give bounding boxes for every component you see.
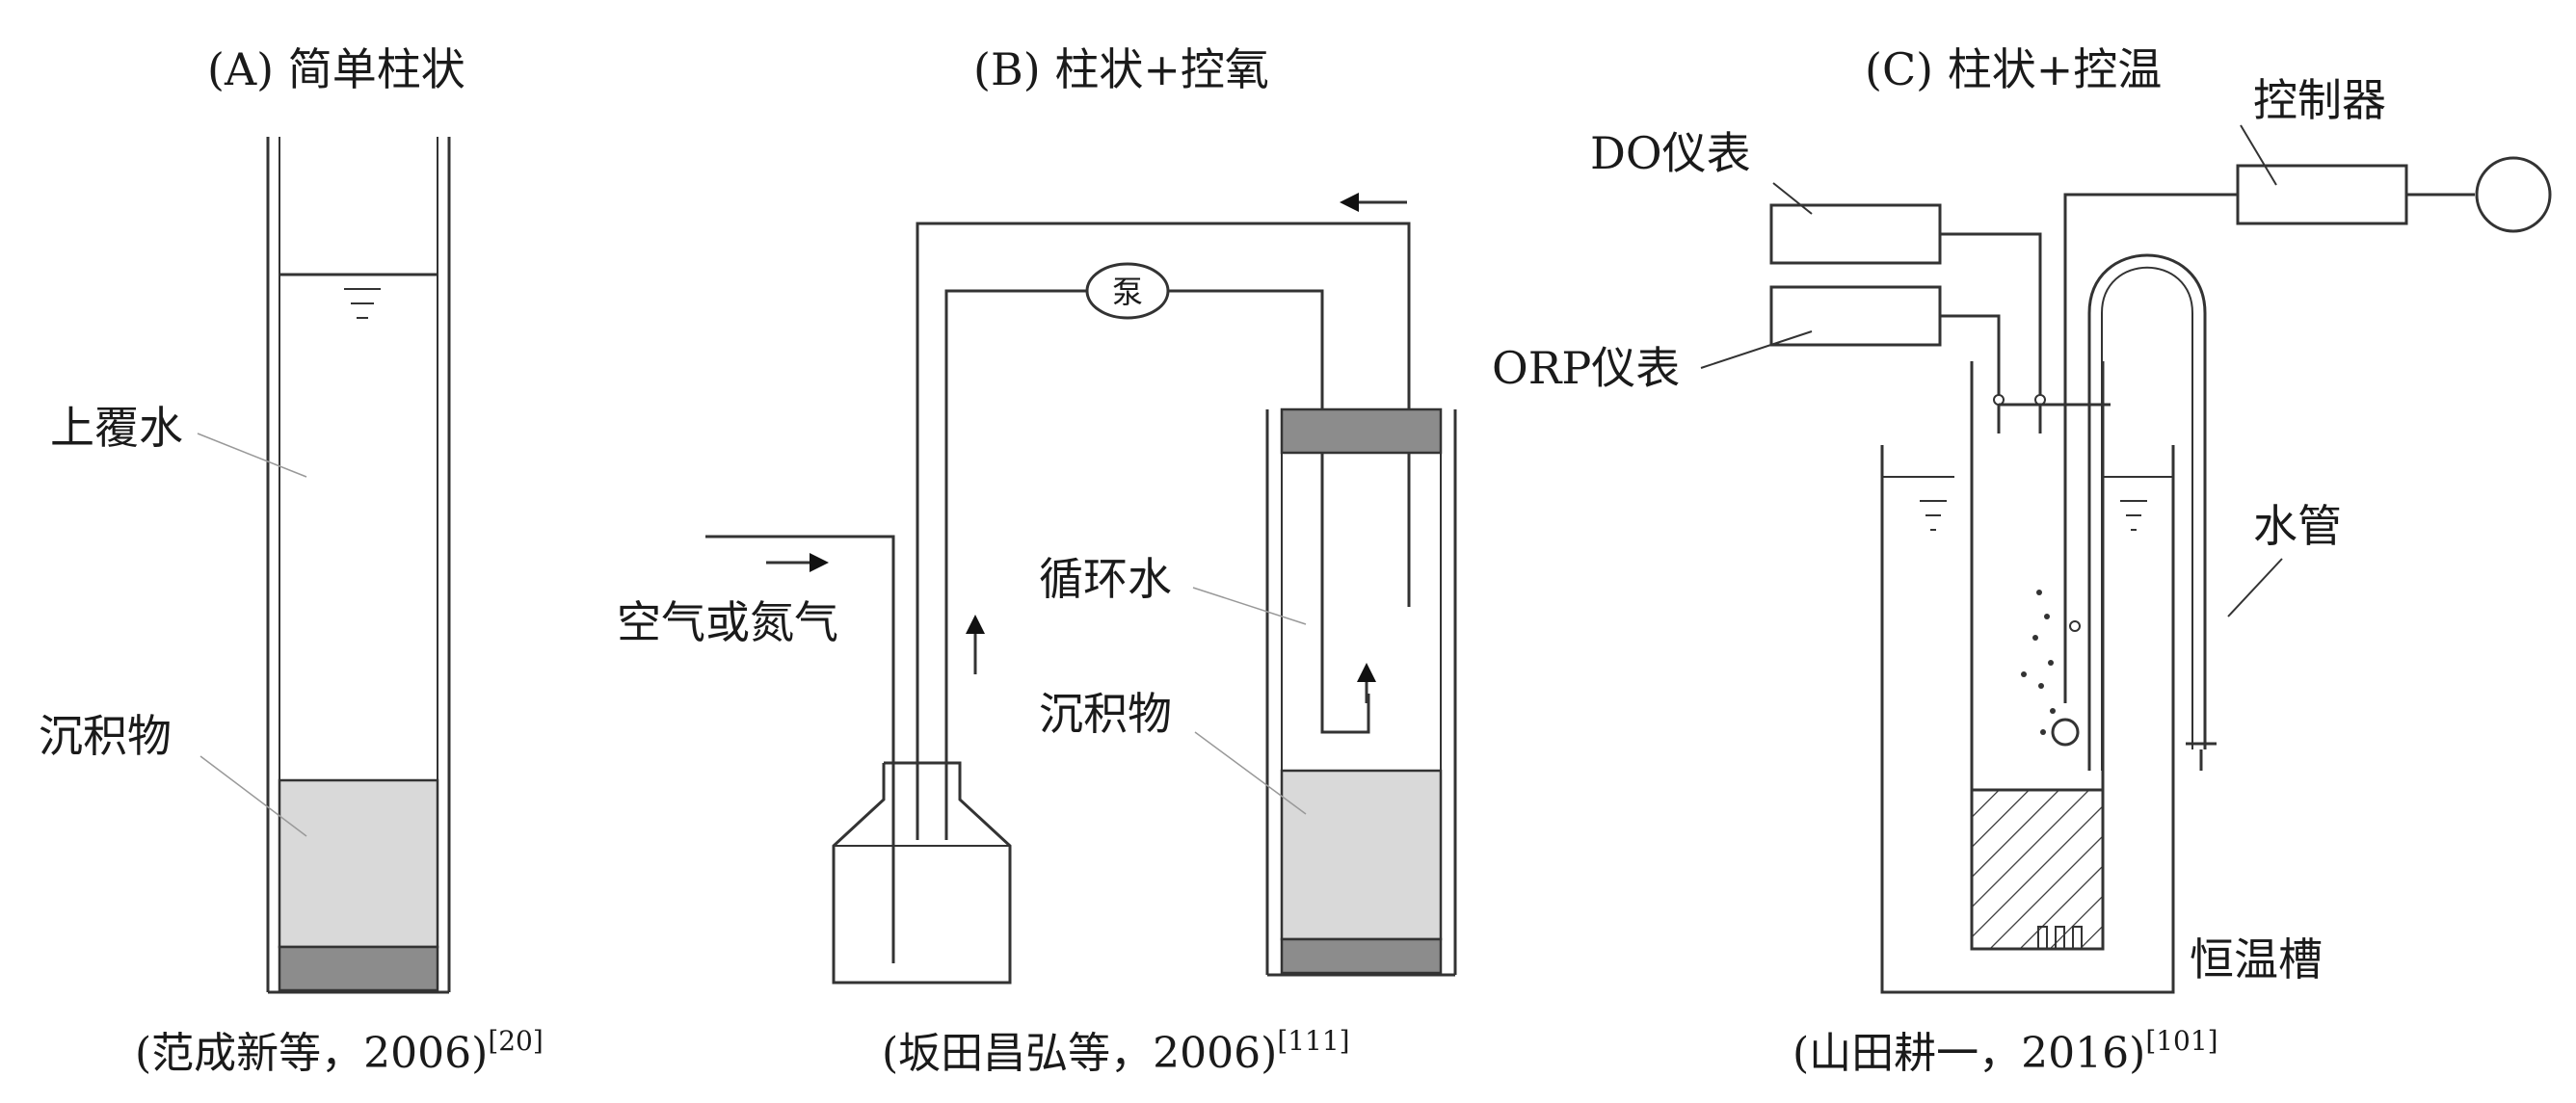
- panel-c-thermostat-bath-label: 恒温槽: [2190, 933, 2323, 985]
- panel-c-orp-meter: [1700, 285, 2111, 433]
- panel-a-title: (A) 简单柱状: [207, 43, 465, 95]
- panel-b-bottom-plug: [1280, 937, 1443, 975]
- panel-a-sediment: [278, 778, 439, 949]
- panel-c-power-circle: [2475, 156, 2552, 233]
- panel-b: (B) 柱状+控氧 泵: [617, 43, 1457, 1078]
- panel-c-water-pipe-label: 水管: [2253, 500, 2342, 552]
- panel-c-water-pipe: [2087, 253, 2217, 771]
- panel-a-sediment-label: 沉积物: [39, 710, 172, 762]
- panel-b-circulating-water-label: 循环水: [1039, 553, 1172, 605]
- panel-a-overlying-water-label: 上覆水: [50, 402, 183, 454]
- panel-b-pump-label: 泵: [1112, 274, 1143, 310]
- panel-a-column: [266, 137, 451, 994]
- panel-b-column: [1265, 407, 1457, 977]
- panel-b-gas-bottle: [832, 761, 1012, 985]
- panel-c: (C) 柱状+控温 控制器 DO仪表 ORP仪表: [1492, 43, 2552, 1078]
- panel-c-controller-label: 控制器: [2253, 74, 2386, 126]
- panel-b-flow-arrows: [766, 193, 1407, 703]
- panel-c-inner-column: [1970, 361, 2105, 951]
- panel-b-sediment-label: 沉积物: [1039, 688, 1172, 740]
- panel-c-controller: [2051, 124, 2552, 747]
- panel-b-top-plug: [1280, 407, 1443, 455]
- panel-c-title: (C) 柱状+控温: [1865, 43, 2162, 95]
- panel-c-sediment-hatched: [1970, 788, 2105, 951]
- panel-c-do-meter-label: DO仪表: [1590, 127, 1751, 179]
- panel-a-citation: (范成新等，2006)[20]: [135, 1025, 544, 1078]
- panel-b-sediment: [1280, 769, 1443, 941]
- panel-c-orp-meter-label: ORP仪表: [1492, 342, 1680, 394]
- panel-a: (A) 简单柱状 上覆水 沉积物 (范成新等，2006)[20]: [39, 43, 544, 1078]
- panel-b-citation: (坂田昌弘等，2006)[111]: [882, 1025, 1350, 1078]
- panel-b-title: (B) 柱状+控氧: [973, 43, 1269, 95]
- panel-b-gas-label: 空气或氮气: [617, 596, 838, 648]
- panel-c-do-meter: [1769, 182, 2046, 406]
- panel-a-bottom-plug: [278, 945, 439, 992]
- panel-c-citation: (山田耕一，2016)[101]: [1793, 1025, 2218, 1078]
- panel-c-thermostat-bath: [1880, 445, 2175, 994]
